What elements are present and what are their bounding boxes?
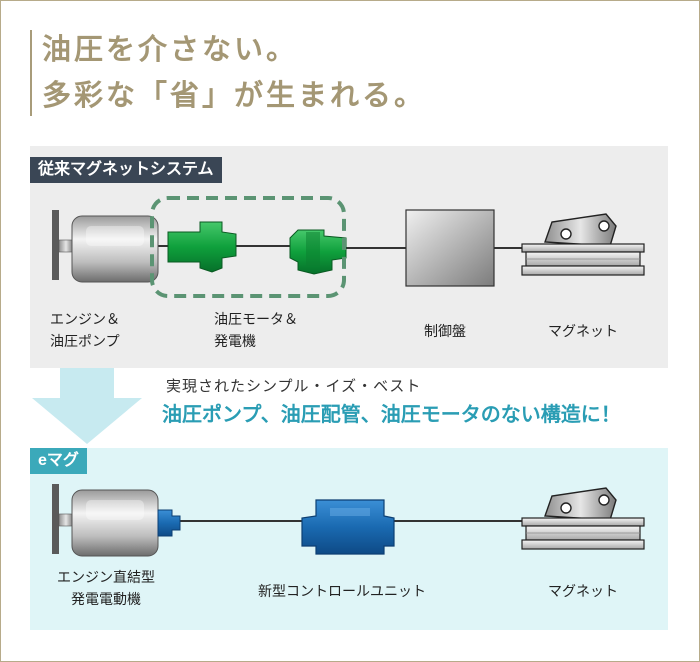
subtitle: 実現されたシンプル・イズ・ベスト (166, 378, 422, 395)
down-arrow-icon (32, 368, 142, 444)
lifting-magnet-icon (521, 487, 645, 550)
headline-line-1: 油圧を介さない。 (42, 32, 299, 66)
conventional-system-title: 従来マグネットシステム (30, 157, 222, 183)
motor-generator-label-line-2: 発電機 (214, 333, 256, 349)
generator-label: エンジン直結型 発電電動機 (44, 566, 168, 610)
engine-pump-label-line-1: エンジン＆ (50, 311, 120, 327)
headline-line-2: 多彩な「省」が生まれる。 (42, 78, 427, 112)
generator-label-line-1: エンジン直結型 (57, 569, 155, 585)
engine-pump-label: エンジン＆ 油圧ポンプ (50, 308, 120, 352)
hydraulic-zone-outline (150, 196, 346, 298)
conventional-shaft-lines (156, 245, 525, 249)
control-unit-label: 新型コントロールユニット (258, 583, 426, 599)
motor-generator-label: 油圧モータ＆ 発電機 (214, 308, 298, 352)
emag-magnet-label: マグネット (548, 583, 618, 599)
tagline: 油圧ポンプ、油圧配管、油圧モータのない構造に！ (162, 404, 621, 426)
engine-pump-label-line-2: 油圧ポンプ (50, 333, 120, 349)
hydraulic-motor-icon (289, 229, 347, 275)
magnet-label: マグネット (548, 323, 618, 339)
direct-coupled-generator-icon (52, 484, 181, 557)
generator-label-line-2: 発電電動機 (71, 591, 141, 607)
diesel-engine-icon (52, 210, 159, 283)
control-unit-icon (301, 499, 395, 555)
lifting-magnet-icon (521, 213, 645, 276)
emag-system-title: eマグ (30, 448, 87, 474)
control-panel-icon (405, 209, 495, 287)
headline-accent-bar (30, 30, 32, 116)
hydraulic-pump-icon (167, 221, 237, 273)
motor-generator-label-line-1: 油圧モータ＆ (214, 311, 298, 327)
control-panel-label: 制御盤 (424, 323, 466, 339)
